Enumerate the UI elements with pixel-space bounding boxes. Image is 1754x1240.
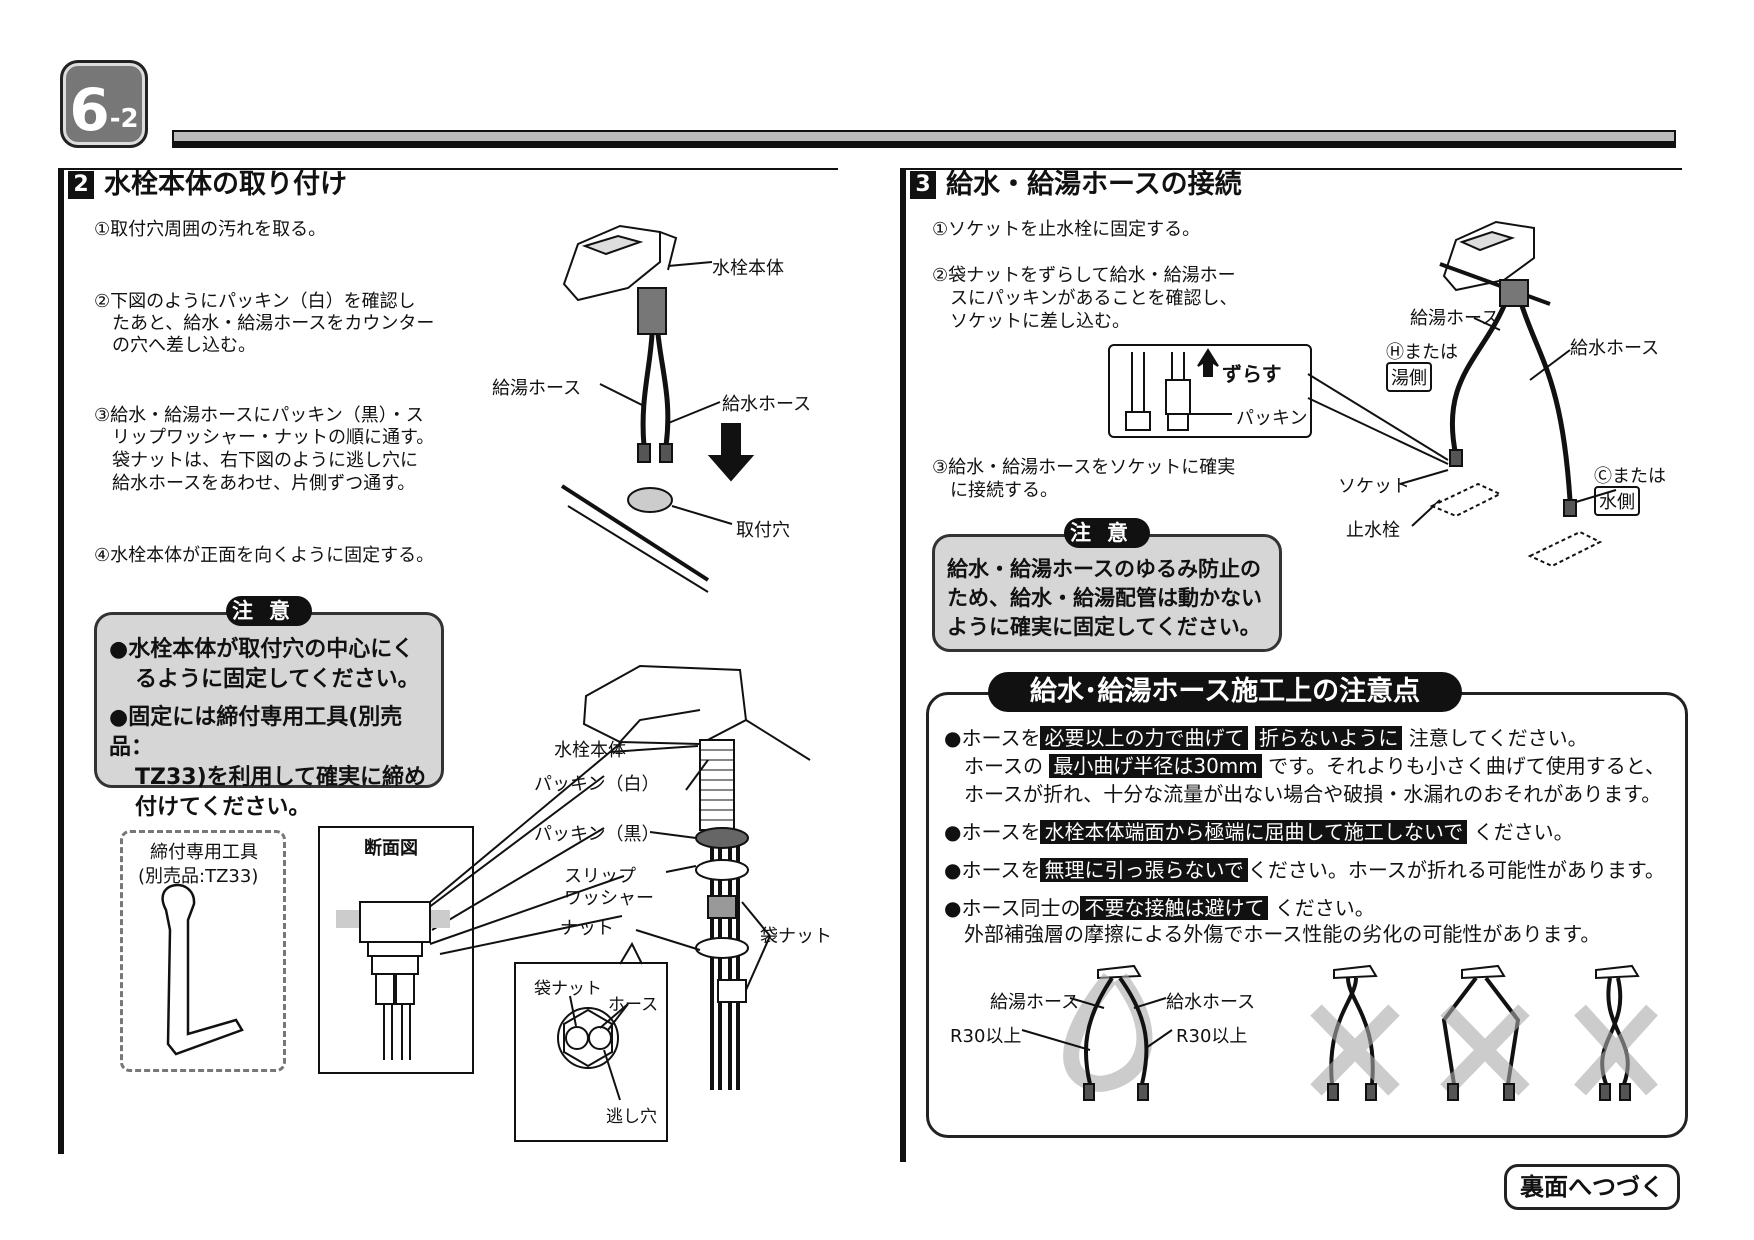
note-2: ホースの 最小曲げ半径は30mm です。それよりも小さく曲げて使用すると、: [964, 754, 1665, 778]
step-3-line-4: 給水ホースをあわせ、片側ずつ通す。: [112, 473, 416, 494]
caution-line: ように確実に固定してください。: [947, 615, 1261, 639]
section-title: 水栓本体の取り付け: [104, 169, 347, 200]
page-number: 6: [69, 76, 110, 144]
r-label-c-or: Ⓒまたは: [1594, 466, 1666, 487]
note-4: ●ホースを水栓本体端面から極端に屈曲して施工しないで ください。: [944, 820, 1574, 844]
header-bar-shadow: [172, 141, 1676, 147]
caution-box-left: ●水栓本体が取付穴の中心にく るように固定してください。 ●固定には締付専用工具…: [94, 612, 444, 820]
tool-box: [120, 830, 286, 1072]
tool-sublabel: (別売品:TZ33): [138, 866, 259, 887]
highlight: 折らないように: [1254, 726, 1403, 750]
step-3-line-1: ③給水・給湯ホースにパッキン（黒）・ス: [94, 405, 424, 426]
fig-hot-label: 給湯ホース: [990, 992, 1080, 1013]
section-number: 3: [910, 171, 936, 199]
step-3-line-2: リップワッシャー・ナットの順に通す。: [112, 427, 435, 448]
caution-line: 付けてください。: [135, 795, 311, 820]
section-3-left-rule: [900, 168, 906, 1162]
page-subnumber: -2: [109, 104, 139, 134]
highlight: 最小曲げ半径は30mm: [1049, 754, 1262, 778]
section-2-heading: 2 水栓本体の取り付け: [68, 168, 347, 202]
note-1: ●ホースを必要以上の力で曲げて 折らないように 注意してください。: [944, 726, 1588, 750]
section-view-box: [318, 826, 474, 1074]
caution-line: 給水・給湯ホースのゆるみ防止の: [947, 557, 1261, 581]
label-mount-hole: 取付穴: [736, 520, 790, 541]
label-nut: ナット: [560, 918, 614, 939]
note-3: ホースが折れ、十分な流量が出ない場合や破損・水漏れのおそれがあります。: [964, 782, 1662, 806]
r-label-stop-valve: 止水栓: [1346, 520, 1400, 541]
highlight: 無理に引っ張らないで: [1040, 858, 1248, 882]
continue-on-back: 裏面へつづく: [1504, 1164, 1680, 1210]
r-step-2-line-2: スにパッキンがあることを確認し、: [950, 288, 1238, 309]
inset-box: [514, 962, 668, 1142]
caution-line: ●水栓本体が取付穴の中心にく: [109, 637, 414, 662]
section-3-heading: 3 給水・給湯ホースの接続: [910, 168, 1242, 202]
label-slip-washer-2: ワッシャー: [564, 888, 654, 909]
r-step-3-line-2: に接続する。: [950, 480, 1058, 501]
step-2-line-2: たあと、給水・給湯ホースをカウンター: [112, 313, 435, 334]
r-label-hot-hose: 給湯ホース: [1410, 308, 1500, 329]
label-bag-nut: 袋ナット: [760, 926, 832, 947]
r-label-cold-hose: 給水ホース: [1570, 338, 1660, 359]
caution-box-right: 給水・給湯ホースのゆるみ防止の ため、給水・給湯配管は動かない ように確実に固定…: [932, 534, 1282, 652]
label-packing-black: パッキン（黒）: [534, 824, 660, 845]
inset-hose-label: ホース: [608, 995, 659, 1015]
note-5: ●ホースを無理に引っ張らないでください。ホースが折れる可能性があります。: [944, 858, 1665, 882]
caution-line: TZ33)を利用して確実に締め: [135, 765, 426, 790]
caution-line: ●固定には締付専用工具(別売品：: [109, 705, 403, 760]
section-3-top-rule: [902, 168, 1682, 170]
r-label-hot-side: 湯側: [1386, 362, 1432, 392]
r-step-2-line-1: ②袋ナットをずらして給水・給湯ホー: [932, 265, 1236, 286]
packing-label: パッキン: [1236, 408, 1308, 429]
section-view-label: 断面図: [364, 838, 418, 859]
section-title: 給水・給湯ホースの接続: [946, 169, 1242, 200]
step-3-line-3: 袋ナットは、右下図のように逃し穴に: [112, 450, 418, 471]
fig-r-right-label: R30以上: [1176, 1026, 1248, 1047]
label-faucet-body-top: 水栓本体: [712, 258, 784, 279]
r-step-2-line-3: ソケットに差し込む。: [950, 311, 1130, 332]
r-label-h-or: Ⓗまたは: [1386, 342, 1458, 363]
slide-label: ずらす: [1222, 362, 1282, 386]
step-4: ④水栓本体が正面を向くように固定する。: [94, 545, 435, 566]
caution-line: るように固定してください。: [135, 667, 420, 692]
label-hot-hose-top: 給湯ホース: [492, 378, 582, 399]
step-1: ①取付穴周囲の汚れを取る。: [94, 219, 327, 240]
label-faucet-body: 水栓本体: [554, 740, 626, 761]
highlight: 不要な接触は避けて: [1080, 896, 1269, 920]
caution-line: ため、給水・給湯配管は動かない: [947, 586, 1262, 610]
section-number: 2: [68, 171, 94, 199]
inset-bag-nut-label: 袋ナット: [534, 979, 602, 999]
hose-notes-title: 給水･給湯ホース施工上の注意点: [988, 672, 1462, 712]
r-step-1: ①ソケットを止水栓に固定する。: [932, 219, 1201, 240]
faucet-top-right-illustration: [1307, 220, 1617, 568]
label-packing-white: パッキン（白）: [534, 774, 660, 795]
section-2-top-rule: [60, 168, 838, 170]
highlight: 必要以上の力で曲げて: [1040, 726, 1249, 750]
fig-r-left-label: R30以上: [950, 1026, 1022, 1047]
r-step-3-line-1: ③給水・給湯ホースをソケットに確実: [932, 457, 1236, 478]
highlight: 水栓本体端面から極端に屈曲して施工しないで: [1040, 820, 1468, 844]
page-number-badge: 6-2: [60, 60, 148, 148]
note-7: 外部補強層の摩擦による外傷でホース性能の劣化の可能性があります。: [964, 922, 1601, 946]
tool-label: 締付専用工具: [150, 842, 258, 863]
fig-cold-label: 給水ホース: [1166, 992, 1256, 1013]
caution-title-left: 注意: [226, 596, 312, 626]
label-cold-hose-top: 給水ホース: [722, 394, 812, 415]
r-label-socket: ソケット: [1338, 476, 1410, 497]
note-6: ●ホース同士の不要な接触は避けて ください。: [944, 896, 1375, 920]
section-2-left-rule: [58, 168, 64, 1154]
inset-relief-label: 逃し穴: [606, 1107, 657, 1127]
step-2-line-3: の穴へ差し込む。: [112, 335, 256, 356]
caution-title-right: 注意: [1064, 518, 1150, 548]
r-label-cold-side: 水側: [1594, 486, 1640, 516]
step-2-line-1: ②下図のようにパッキン（白）を確認し: [94, 291, 416, 312]
